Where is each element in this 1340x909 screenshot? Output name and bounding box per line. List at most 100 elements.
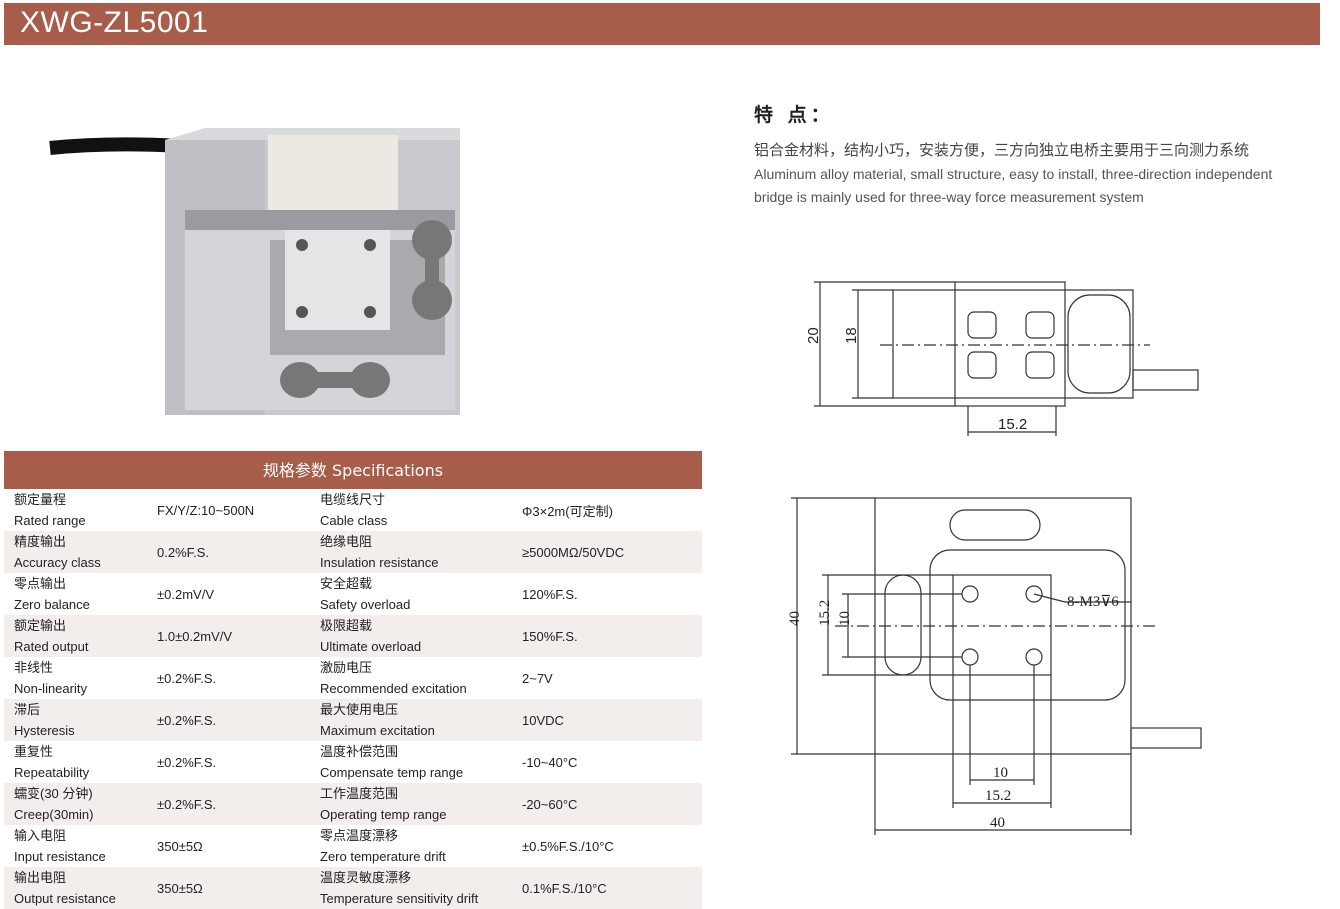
param-value: -10~40°C xyxy=(522,754,578,770)
param-value: 10VDC xyxy=(522,712,564,728)
param-label-en: Repeatability xyxy=(14,765,90,780)
param-value: FX/Y/Z:10~500N xyxy=(157,502,255,518)
param-label: 极限超载 Ultimate overload xyxy=(320,615,522,657)
dim-15-2: 15.2 xyxy=(998,416,1027,433)
title-bar: XWG-ZL5001 xyxy=(4,3,1320,45)
param-label-cn: 安全超载 xyxy=(320,576,373,591)
param-label-cn: 输入电阻 xyxy=(14,828,67,843)
param-label-en: Cable class xyxy=(320,513,388,528)
param-label-en: Safety overload xyxy=(320,597,411,612)
param-value: 1.0±0.2mV/V xyxy=(157,628,233,644)
param-label-cn: 极限超载 xyxy=(320,618,373,633)
dim-18: 18 xyxy=(843,327,860,344)
param-label-en: Insulation resistance xyxy=(320,555,439,570)
param-value: ±0.2%F.S. xyxy=(157,754,217,770)
param-label: 输出电阻 Output resistance xyxy=(4,867,157,909)
param-value: ±0.2%F.S. xyxy=(157,796,217,812)
param-label: 滞后 Hysteresis xyxy=(4,699,157,741)
param-value: ±0.5%F.S./10°C xyxy=(522,838,614,854)
param-label-cn: 滞后 xyxy=(14,702,41,717)
product-photo xyxy=(49,128,460,415)
param-label: 工作温度范围 Operating temp range xyxy=(320,783,522,825)
param-value: 2~7V xyxy=(522,670,553,686)
param-value: ±0.2mV/V xyxy=(157,586,214,602)
spec-row: 非线性 Non-linearity ±0.2%F.S. 激励电压 Recommend… xyxy=(4,657,702,699)
dim-40-h: 40 xyxy=(990,815,1005,831)
param-label-en: Maximum excitation xyxy=(320,723,435,738)
param-label: 激励电压 Recommended excitation xyxy=(320,657,522,699)
dim-40-v: 40 xyxy=(787,611,803,626)
param-label: 温度补偿范围 Compensate temp range xyxy=(320,741,522,783)
param-label: 绝缘电阻 Insulation resistance xyxy=(320,531,522,573)
param-label-cn: 零点温度漂移 xyxy=(320,828,399,843)
features-en-1: Aluminum alloy material, small structure… xyxy=(754,166,1273,182)
param-label-en: Hysteresis xyxy=(14,723,75,738)
specifications-header: 规格参数 Specifications xyxy=(4,451,702,489)
param-label-cn: 激励电压 xyxy=(320,660,373,675)
thread-note: 8-M3⊽6 xyxy=(1067,594,1119,610)
param-value: 150%F.S. xyxy=(522,628,578,644)
param-value: ≥5000MΩ/50VDC xyxy=(522,544,625,560)
spec-row: 重复性 Repeatability ±0.2%F.S. 温度补偿范围 Compens… xyxy=(4,741,702,783)
param-label: 电缆线尺寸 Cable class xyxy=(320,489,522,531)
features-section: 特 点： 铝合金材料，结构小巧，安装方便，三方向独立电桥主要用于三向测力系统 A… xyxy=(754,100,1340,209)
spec-row: 输入电阻 Input resistance 350±5Ω 零点温度漂移 Zero t… xyxy=(4,825,702,867)
param-label-cn: 温度补偿范围 xyxy=(320,744,399,759)
param-label: 输入电阻 Input resistance xyxy=(4,825,157,867)
param-value: Φ3×2m(可定制) xyxy=(522,503,613,519)
param-label: 重复性 Repeatability xyxy=(4,741,157,783)
param-value: 0.2%F.S. xyxy=(157,544,210,560)
dim-15-2-v: 15.2 xyxy=(817,600,833,626)
param-label: 蠕变(30 分钟)Creep(30min) xyxy=(4,783,157,825)
param-value: ±0.2%F.S. xyxy=(157,670,217,686)
param-value: 350±5Ω xyxy=(157,838,203,854)
param-label-cn: 电缆线尺寸 xyxy=(320,492,386,507)
param-label-cn: 工作温度范围 xyxy=(320,786,399,801)
param-value: ±0.2%F.S. xyxy=(157,712,217,728)
param-value: 350±5Ω xyxy=(157,880,203,896)
features-en-2: bridge is mainly used for three-way forc… xyxy=(754,189,1144,205)
param-label-en: Operating temp range xyxy=(320,807,447,822)
param-label-en: Accuracy class xyxy=(14,555,101,570)
dim-10-h: 10 xyxy=(993,765,1008,781)
param-label-en: Output resistance xyxy=(14,891,116,906)
param-label-cn: 蠕变(30 分钟) xyxy=(14,786,93,801)
param-label-cn: 绝缘电阻 xyxy=(320,534,373,549)
dim-10-v: 10 xyxy=(837,611,853,626)
param-label: 零点温度漂移 Zero temperature drift xyxy=(320,825,522,867)
param-label-en: Rated range xyxy=(14,513,86,528)
param-label-en: Ultimate overload xyxy=(320,639,422,654)
param-label-cn: 输出电阻 xyxy=(14,870,67,885)
param-label-cn: 非线性 xyxy=(14,660,54,675)
param-label-cn: 额定输出 xyxy=(14,618,67,633)
dim-20: 20 xyxy=(805,327,822,344)
param-label-cn: 零点输出 xyxy=(14,576,67,591)
param-label-en: Temperature sensitivity drift xyxy=(320,891,479,906)
dim-15-2-h: 15.2 xyxy=(985,788,1011,804)
param-label-en: Non-linearity xyxy=(14,681,87,696)
param-label-cn: 重复性 xyxy=(14,744,54,759)
front-view-drawing: 40 15.2 10 8-M3⊽6 10 15.2 40 xyxy=(787,497,1202,835)
param-label-en: Compensate temp range xyxy=(320,765,464,780)
param-value: 0.1%F.S./10°C xyxy=(522,880,607,896)
param-label: 安全超载 Safety overload xyxy=(320,573,522,615)
param-label-en: Recommended excitation xyxy=(320,681,467,696)
top-view-drawing: 20 18 15.2 xyxy=(805,281,1199,436)
features-cn: 铝合金材料，结构小巧，安装方便，三方向独立电桥主要用于三向测力系统 xyxy=(754,141,1250,159)
param-label-en: Input resistance xyxy=(14,849,106,864)
param-value: -20~60°C xyxy=(522,796,578,812)
spec-row: 蠕变(30 分钟)Creep(30min) ±0.2%F.S. 工作温度范围 Op… xyxy=(4,783,702,825)
features-heading: 特 点： xyxy=(754,104,834,126)
param-label-en: Zero temperature drift xyxy=(320,849,446,864)
